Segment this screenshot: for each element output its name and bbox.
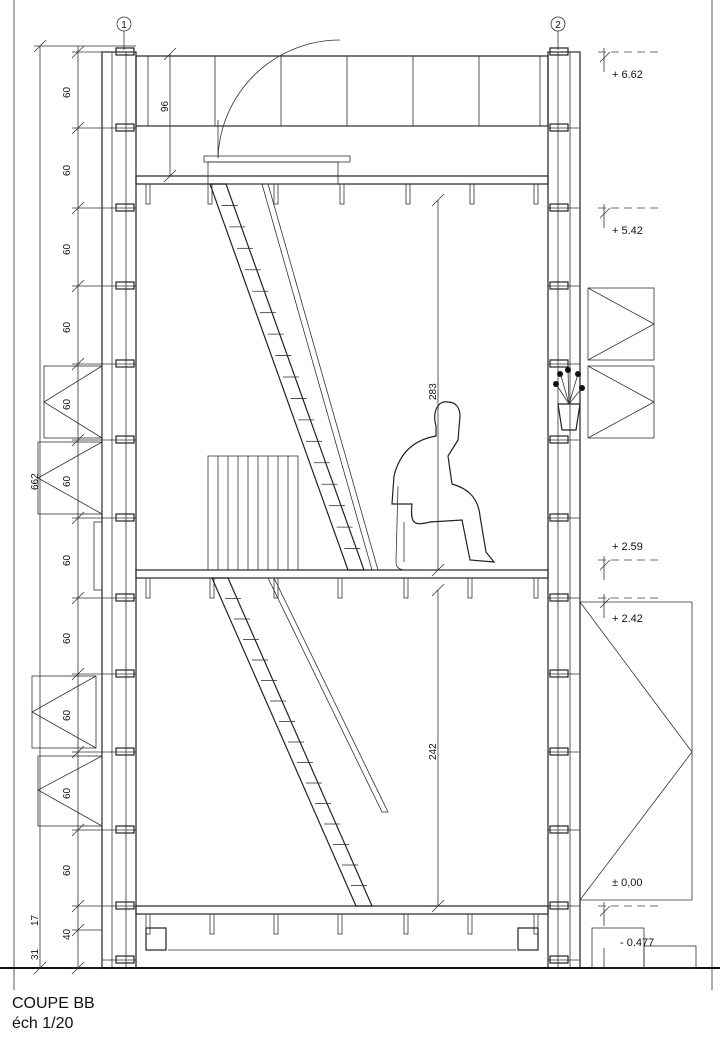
- level-542: + 5.42: [612, 225, 643, 237]
- dim-tick: [33, 961, 47, 975]
- wall-joint: [115, 901, 135, 910]
- dim-module: 60: [62, 243, 73, 255]
- dim-base-40: 40: [62, 928, 73, 940]
- dim-module: 60: [62, 864, 73, 876]
- wall-joint: [549, 513, 569, 522]
- upper-ladder: [209, 183, 379, 571]
- level-662: + 6.62: [612, 69, 643, 81]
- interior-dimensions: [163, 47, 445, 913]
- wall-joint: [115, 435, 135, 444]
- plant-vase: [553, 367, 585, 431]
- left-dimension-chain: [33, 39, 136, 975]
- dim-upper-height: 283: [428, 383, 439, 400]
- joist: [273, 577, 279, 599]
- wall-joint: [549, 825, 569, 834]
- ground-slab: [135, 905, 549, 951]
- level-242: + 2.42: [612, 613, 643, 625]
- joist: [273, 183, 279, 205]
- axis-marker-2: 2: [550, 16, 566, 50]
- right-window-boxes: [579, 287, 693, 901]
- wall-joint: [549, 47, 569, 56]
- wall-joint: [115, 47, 135, 56]
- wall-joint: [115, 123, 135, 132]
- dim-total: 662: [30, 473, 41, 490]
- joist: [337, 577, 343, 599]
- wall-joint: [549, 435, 569, 444]
- wall-joint: [549, 901, 569, 910]
- wall-joint: [549, 359, 569, 368]
- exterior-step-lower: [643, 945, 697, 969]
- wall-joint: [115, 203, 135, 212]
- dim-base-31: 31: [30, 948, 41, 960]
- dim-module: 60: [62, 787, 73, 799]
- wall-joint: [549, 593, 569, 602]
- stair-enclosure: [207, 455, 299, 571]
- upper-slab: [135, 161, 549, 205]
- wall-joint: [115, 593, 135, 602]
- dim-module: 60: [62, 398, 73, 410]
- dim-lower-height: 242: [428, 743, 439, 760]
- axis-marker-1: 1: [116, 16, 132, 50]
- wall-joint: [115, 513, 135, 522]
- wall-joint: [549, 281, 569, 290]
- level-000: ± 0,00: [612, 877, 643, 889]
- dim-module: 60: [62, 709, 73, 721]
- axis-label-1: 1: [121, 20, 127, 31]
- wall-joint: [549, 669, 569, 678]
- dim-base-17: 17: [30, 914, 41, 926]
- joist: [273, 913, 279, 935]
- dim-module: 60: [62, 632, 73, 644]
- level-259: + 2.59: [612, 541, 643, 553]
- right-wall: [547, 47, 581, 969]
- wall-joint: [549, 123, 569, 132]
- hatch-swing-arc: [217, 39, 341, 159]
- joist: [337, 913, 343, 935]
- axis-label-2: 2: [555, 20, 561, 31]
- left-window-boxes: [31, 365, 103, 827]
- joist: [403, 913, 409, 935]
- wall-joint: [549, 747, 569, 756]
- joist: [469, 183, 475, 205]
- dim-module: 60: [62, 321, 73, 333]
- dim-module: 60: [62, 554, 73, 566]
- wall-joint: [115, 359, 135, 368]
- wall-joint: [549, 203, 569, 212]
- dim-module: 60: [62, 475, 73, 487]
- dim-upper-parapet: 96: [160, 100, 171, 112]
- wall-joint: [115, 281, 135, 290]
- joist: [145, 913, 151, 935]
- joist: [339, 183, 345, 205]
- drawing-title-scale: éch 1/20: [12, 1015, 74, 1032]
- joist: [145, 577, 151, 599]
- dim-module: 60: [62, 86, 73, 98]
- dim-module: 60: [62, 164, 73, 176]
- wall-joint: [115, 955, 135, 964]
- level-markers: [598, 48, 660, 968]
- roof-glazing: [135, 55, 549, 127]
- wall-joint: [115, 747, 135, 756]
- lower-ladder: [211, 577, 389, 907]
- joist: [403, 577, 409, 599]
- drawing-title-name: COUPE BB: [12, 995, 95, 1012]
- joist: [533, 183, 539, 205]
- left-wall: [101, 47, 137, 969]
- middle-slab: [135, 569, 549, 599]
- joist: [405, 183, 411, 205]
- level-0477: - 0.477: [620, 937, 654, 949]
- joist: [533, 913, 539, 935]
- joist: [145, 183, 151, 205]
- wall-joint: [549, 955, 569, 964]
- hatch-frame: [203, 155, 351, 163]
- wall-joint: [115, 669, 135, 678]
- joist: [209, 913, 215, 935]
- joist: [533, 577, 539, 599]
- drawing-title: COUPE BB éch 1/20: [12, 994, 95, 1034]
- joist: [467, 913, 473, 935]
- wall-joint: [115, 825, 135, 834]
- seated-person-figure: [391, 401, 496, 571]
- joist: [467, 577, 473, 599]
